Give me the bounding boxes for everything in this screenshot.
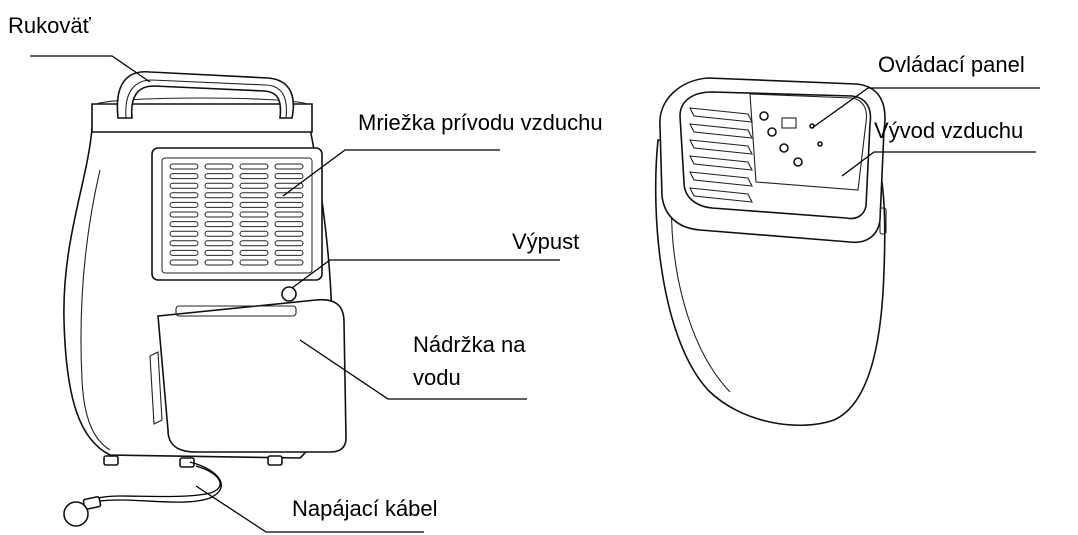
grille-slot	[275, 260, 303, 265]
grille-slot	[240, 202, 268, 207]
grille-slot	[205, 164, 233, 169]
power-cable-icon	[64, 462, 221, 526]
grille-slot	[205, 260, 233, 265]
grille-slot	[205, 193, 233, 198]
grille-slot	[170, 183, 198, 188]
grille-slot	[170, 164, 198, 169]
grille-slot	[240, 193, 268, 198]
grille-slot	[205, 174, 233, 179]
handle-label: Rukoväť	[8, 12, 91, 40]
power-cable-label: Napájací kábel	[292, 495, 438, 523]
grille-slot	[170, 260, 198, 265]
grille-slot	[205, 183, 233, 188]
water-tank-label: Nádržka na vodu	[413, 328, 573, 394]
grille-slot	[275, 164, 303, 169]
grille-slot	[205, 212, 233, 217]
grille-slot	[275, 241, 303, 246]
control-panel-label: Ovládací panel	[878, 51, 1025, 79]
back-view-unit	[64, 72, 346, 526]
water-tank-label-line1: Nádržka na	[413, 328, 573, 361]
grille-slot	[275, 202, 303, 207]
grille-slot	[275, 212, 303, 217]
air-intake-grille-label: Mriežka prívodu vzduchu	[358, 109, 603, 137]
grille-slot	[170, 222, 198, 227]
grille-slot	[170, 212, 198, 217]
grille-slot	[275, 250, 303, 255]
grille-slot	[205, 202, 233, 207]
grille-slot	[205, 222, 233, 227]
grille-slot	[240, 241, 268, 246]
air-intake-grille-icon	[162, 158, 312, 273]
grille-slot	[205, 231, 233, 236]
water-tank-icon	[150, 300, 346, 452]
grille-slot	[170, 231, 198, 236]
air-outlet-label: Vývod vzduchu	[874, 117, 1023, 145]
grille-slot	[205, 241, 233, 246]
drain-outlet-label: Výpust	[512, 228, 579, 256]
water-tank-label-line2: vodu	[413, 361, 573, 394]
grille-slot	[275, 222, 303, 227]
drain-outlet-icon	[282, 287, 296, 301]
grille-slot	[240, 174, 268, 179]
grille-slot	[240, 183, 268, 188]
grille-slot	[275, 193, 303, 198]
grille-slot	[240, 231, 268, 236]
grille-slot	[170, 241, 198, 246]
grille-slot	[170, 193, 198, 198]
grille-slot	[240, 260, 268, 265]
grille-slot	[240, 212, 268, 217]
grille-slot	[240, 250, 268, 255]
grille-slot	[170, 174, 198, 179]
top-view-unit	[656, 78, 886, 425]
grille-slot	[170, 250, 198, 255]
grille-slot	[275, 231, 303, 236]
grille-slot	[240, 164, 268, 169]
grille-slot	[275, 174, 303, 179]
grille-slot	[170, 202, 198, 207]
grille-slot	[205, 250, 233, 255]
grille-slot	[240, 222, 268, 227]
